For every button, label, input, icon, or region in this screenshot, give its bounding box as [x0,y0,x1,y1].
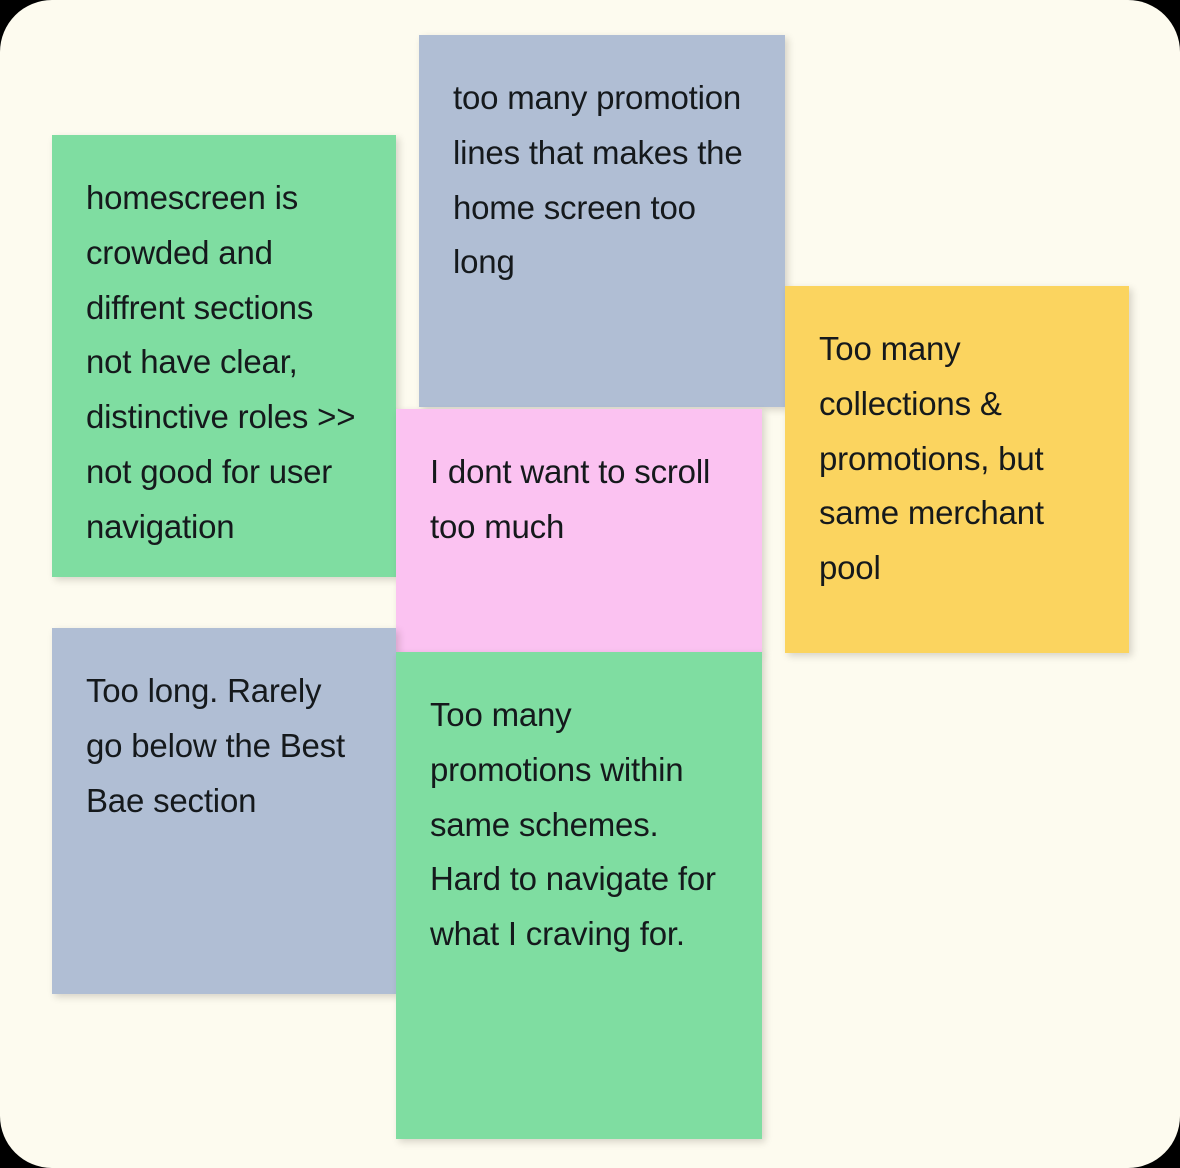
sticky-note-homescreen-crowded[interactable]: homescreen is crowded and diffrent secti… [52,135,396,577]
sticky-note-too-many-promotions-schemes[interactable]: Too many promotions within same schemes.… [396,652,762,1139]
sticky-note-too-many-collections[interactable]: Too many collections & promotions, but s… [785,286,1129,653]
sticky-note-too-long-best-bae[interactable]: Too long. Rarely go below the Best Bae s… [52,628,396,994]
sticky-note-too-many-promotion-lines[interactable]: too many promotion lines that makes the … [419,35,785,407]
sticky-note-dont-want-to-scroll[interactable]: I dont want to scroll too much [396,409,762,653]
